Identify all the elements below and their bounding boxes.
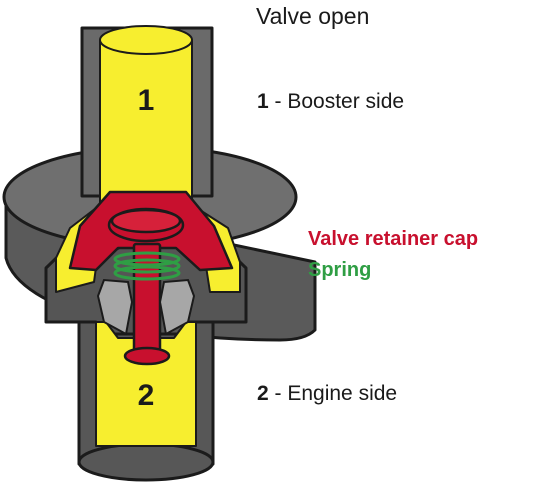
spring-coil-3 [113, 265, 181, 281]
guide-right [158, 278, 196, 336]
valve-retainer-cap [68, 190, 234, 366]
lower-tube-end [77, 442, 215, 482]
booster-side-text: - Booster side [268, 90, 405, 113]
spring-coil-2 [113, 258, 181, 274]
guide-left [96, 278, 134, 336]
valve-guide [96, 278, 196, 336]
engine-side-label: 2 - Engine side [257, 382, 397, 406]
booster-side-number: 1 [257, 90, 269, 113]
upper-tube-opening [99, 25, 193, 55]
marker-upper: 1 [138, 84, 155, 117]
valve-head-top [110, 208, 182, 234]
booster-side-label: 1 - Booster side [257, 90, 404, 114]
engine-side-number: 2 [257, 382, 269, 405]
spring [113, 251, 181, 281]
valve-retainer-cap-label: Valve retainer cap [308, 228, 479, 250]
engine-side-text: - Engine side [268, 382, 398, 405]
marker-lower: 2 [138, 379, 155, 412]
valve-stem-foot [123, 346, 171, 366]
spring-label: Spring [308, 259, 372, 281]
spring-coil-1 [113, 251, 181, 267]
title: Valve open [256, 3, 370, 29]
